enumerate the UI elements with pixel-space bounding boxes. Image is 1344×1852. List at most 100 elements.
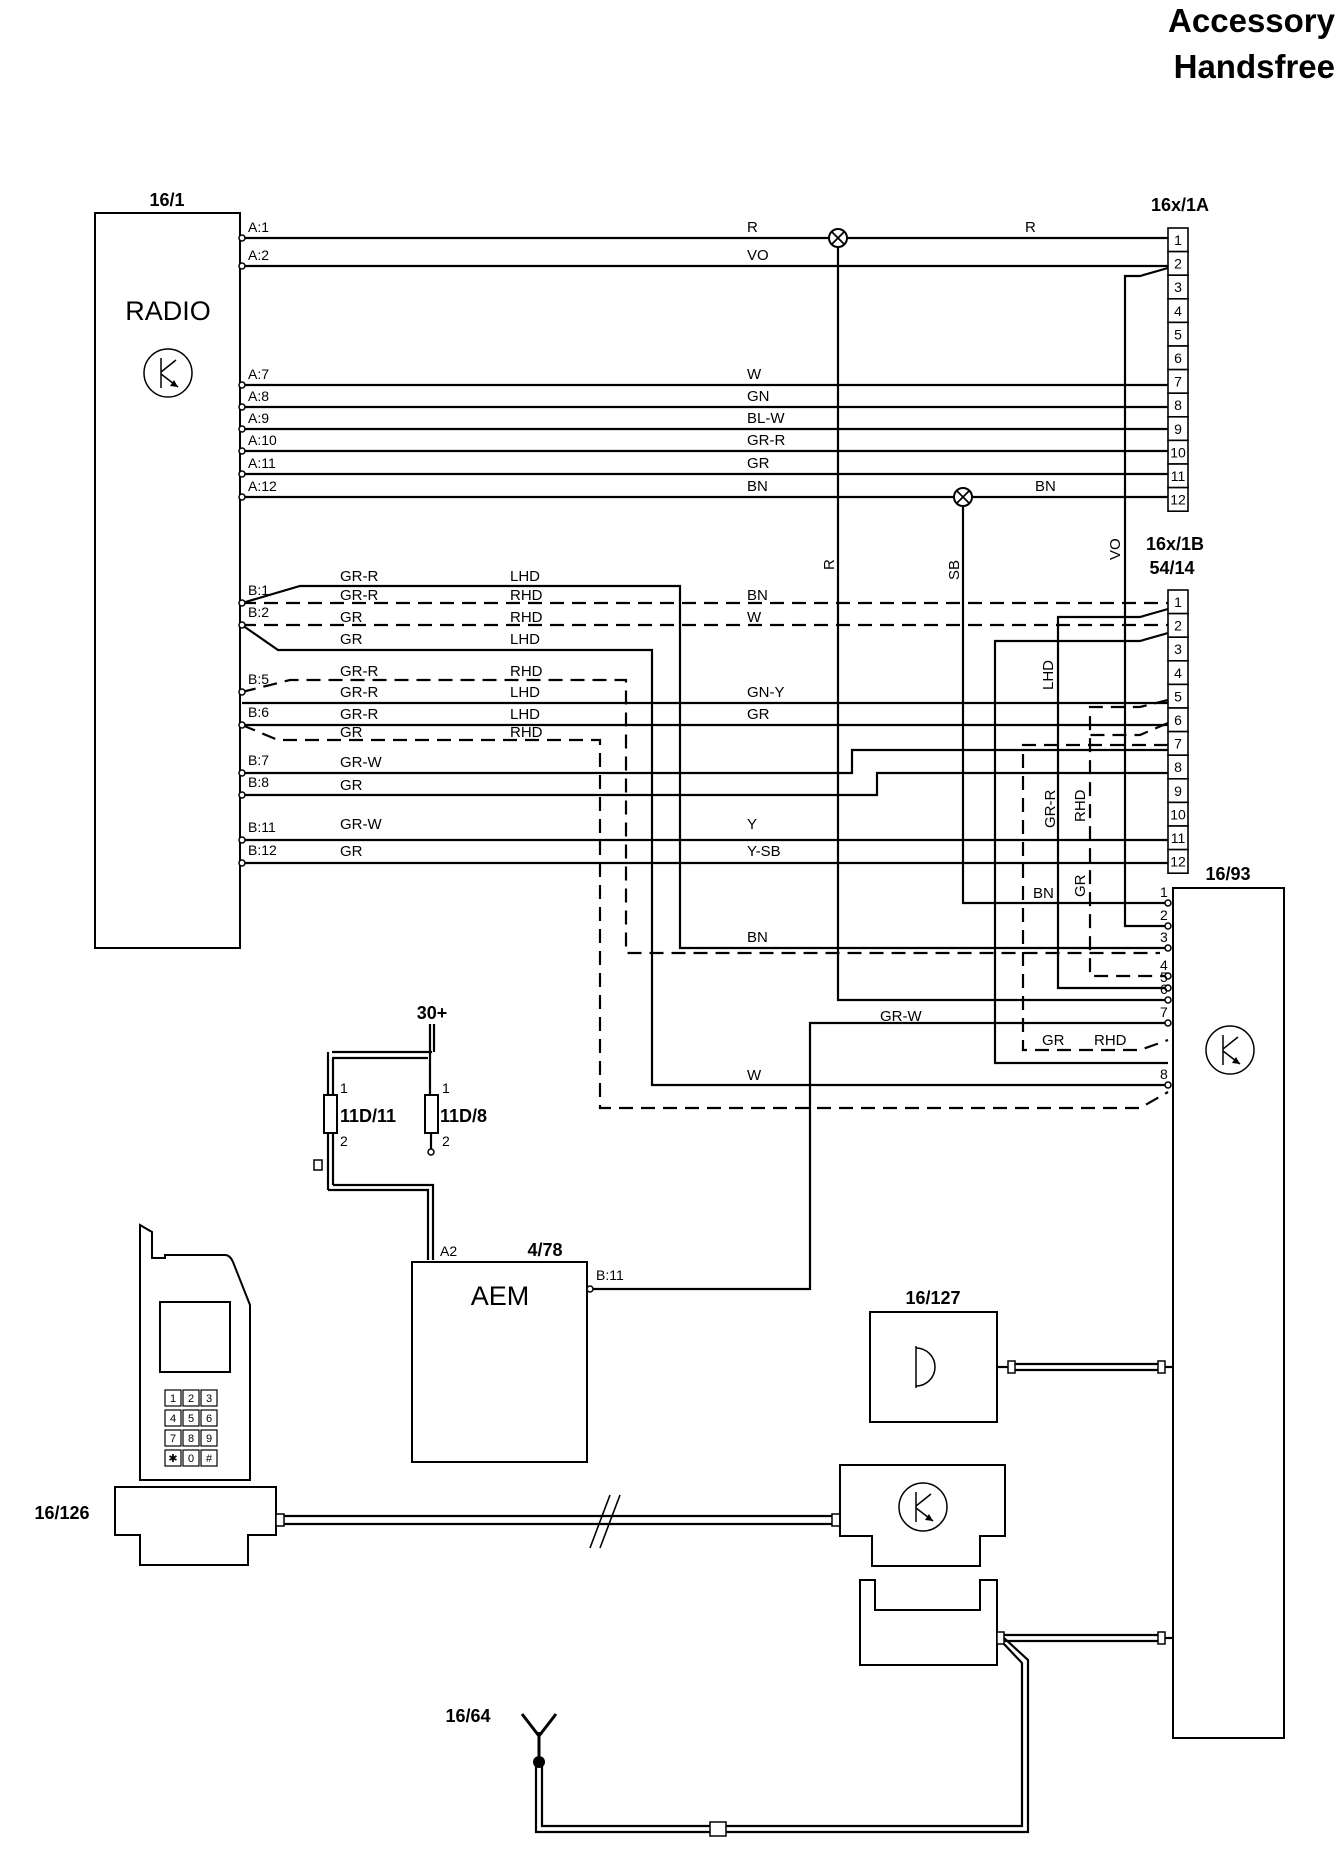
wire-m-bn: BN	[1033, 885, 1054, 902]
connector-a-pin: 4	[1174, 303, 1182, 319]
connector-b-ref2: 54/14	[1149, 558, 1194, 578]
handsfree-module: 16/93	[1172, 864, 1285, 1739]
aem-pin-a2: A2	[440, 1243, 457, 1259]
module-pin-terminal	[1164, 972, 1172, 980]
phone-key-label: 0	[188, 1453, 194, 1465]
wire-label-vert-vo: VO	[1107, 538, 1124, 560]
phone-key	[182, 1389, 200, 1407]
aem-label: AEM	[471, 1281, 530, 1311]
wire-label-a12b: BN	[1035, 478, 1056, 495]
wire-m8-w: W	[747, 1067, 762, 1084]
radio-label: RADIO	[125, 296, 211, 326]
supply-label: 30+	[417, 1003, 448, 1023]
wire-b1-c2: GR-R	[340, 587, 378, 604]
wire-b6-c2: GR	[340, 724, 363, 741]
module-pin-terminal	[1164, 922, 1172, 930]
phone-key	[164, 1429, 182, 1447]
wire-b5-d1: RHD	[510, 663, 543, 680]
radio-pin-label: B:12	[248, 842, 277, 858]
connector-b-pin: 8	[1174, 759, 1182, 775]
radio-pin-label: B:5	[248, 671, 269, 687]
phone-key	[182, 1449, 200, 1467]
diagram-title-line1: Accessory	[1168, 2, 1336, 39]
radio-pin-terminal	[238, 769, 246, 777]
radio-body	[94, 212, 241, 949]
wire-b6-d1: LHD	[510, 706, 540, 723]
radio-pin-terminal	[238, 234, 246, 242]
antenna: 16/64	[445, 1706, 558, 1768]
wire-m7-rhd: RHD	[1094, 1032, 1127, 1049]
module-transistor-icon	[1205, 1025, 1255, 1075]
radio-pin-terminal	[238, 447, 246, 455]
wire-b6-c1: GR-R	[340, 706, 378, 723]
wire-b6-d2: RHD	[510, 724, 543, 741]
wire-b2-d2: LHD	[510, 631, 540, 648]
wire-b12-w: Y-SB	[747, 843, 781, 860]
wire-b5-c1: GR-R	[340, 663, 378, 680]
aem-circuit: 30+ 1 2 11D/11 1 2 11D/8 4/78 AEM A2 B:1…	[313, 1003, 1168, 1463]
diagram-title-line2: Handsfree	[1174, 48, 1335, 85]
wire-label-a8: GN	[747, 388, 770, 405]
aem-pin-b11: B:11	[596, 1267, 624, 1283]
wire-b11-w: Y	[747, 816, 757, 833]
connector-a-pin: 8	[1174, 397, 1182, 413]
radio-pin-label: B:1	[248, 582, 269, 598]
connector-b-ref1: 16x/1B	[1146, 534, 1204, 554]
phone-key	[164, 1449, 182, 1467]
phone-key-label: 3	[206, 1393, 212, 1405]
phone-key-label: 9	[206, 1433, 212, 1445]
wire-b5-d2: LHD	[510, 684, 540, 701]
module-pin-terminal	[1164, 984, 1172, 992]
connector-a-pin: 6	[1174, 350, 1182, 366]
connector-a-ref: 16x/1A	[1151, 195, 1209, 215]
wire-b2-w: W	[747, 609, 762, 626]
b-wires: GR-R LHD GR-R RHD BN GR RHD W GR LHD GR-…	[241, 568, 1169, 1110]
connector-b-pin: 2	[1174, 618, 1182, 634]
radio-transistor-icon	[143, 348, 193, 398]
wire-m3-bn: BN	[747, 929, 768, 946]
connector-b-pin: 11	[1171, 830, 1186, 846]
wire-label-a12: BN	[747, 478, 768, 495]
wire-m7-gr: GR	[1042, 1032, 1065, 1049]
cradle-unit	[534, 1464, 1173, 1837]
module-pin-terminal	[1164, 1081, 1172, 1089]
radio-pin-label: A:2	[248, 247, 269, 263]
fuse-11d8-pin1: 1	[442, 1080, 450, 1096]
module-pin-label: 2	[1160, 907, 1168, 923]
phone-key-label: 4	[170, 1413, 176, 1425]
connector-b-pin: 4	[1174, 665, 1182, 681]
wire-b1-d1: LHD	[510, 568, 540, 585]
connector-a-pin: 10	[1170, 444, 1186, 460]
antenna-ref: 16/64	[445, 1706, 490, 1726]
radio-pin-label: B:7	[248, 752, 269, 768]
radio-pin-label: A:1	[248, 219, 269, 235]
module-pin-label: 6	[1160, 981, 1168, 997]
connector-b-pin: 5	[1174, 688, 1182, 704]
phone-key	[200, 1409, 218, 1427]
connector-a-pin: 9	[1174, 421, 1182, 437]
radio-pin-label: A:11	[248, 455, 276, 471]
connector-a-pin: 5	[1174, 326, 1182, 342]
connector-b-pin: 6	[1174, 712, 1182, 728]
aem-body	[411, 1261, 588, 1463]
wire-label-a11: GR	[747, 455, 770, 472]
phone-holder-base	[114, 1486, 277, 1566]
radio-pin-label: A:7	[248, 366, 269, 382]
connector-b-pin: 7	[1174, 736, 1182, 752]
wire-label-a1b: R	[1025, 219, 1036, 236]
connector-b-pin: 12	[1170, 854, 1186, 870]
generated-elements: A:1A:2A:7A:8A:9A:10A:11A:12B:1B:2B:5B:6B…	[238, 219, 1172, 1089]
wire-label-a7: W	[747, 366, 762, 383]
radio-unit: 16/1 RADIO	[94, 190, 241, 949]
phone-key-label: #	[206, 1453, 213, 1465]
connector-b-cell	[1167, 848, 1189, 874]
connb-module-routing: LHD GR-R RHD GR BN BN GR-W GR RHD W	[747, 607, 1169, 1084]
microphone-body	[869, 1311, 998, 1423]
radio-pin-terminal	[238, 859, 246, 867]
connector-a-pin: 3	[1174, 279, 1182, 295]
fuse-11d11-body	[323, 1094, 338, 1134]
wire-b1-w: BN	[747, 587, 768, 604]
wire-b1-d2: RHD	[510, 587, 543, 604]
connector-a-cell	[1167, 486, 1189, 513]
